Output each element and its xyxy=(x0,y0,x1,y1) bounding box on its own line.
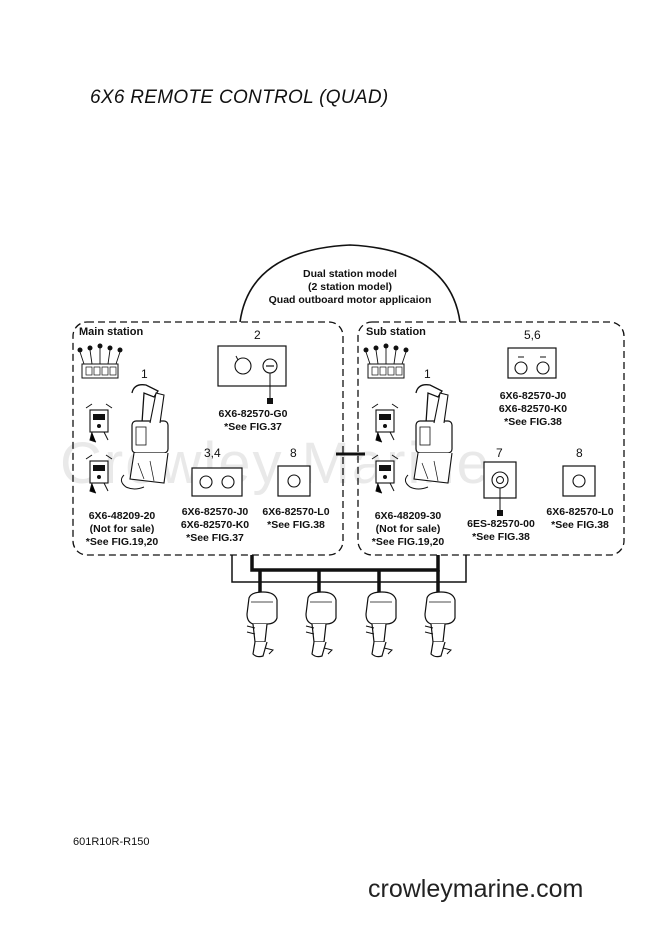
sub-single-switch-part: 6X6-82570-L0 xyxy=(546,506,614,518)
main-key-ref: *See FIG.37 xyxy=(224,421,282,433)
sub-dual-switch-part1: 6X6-82570-J0 xyxy=(499,390,567,402)
sub-dual-switch-part2: 6X6-82570-K0 xyxy=(498,403,568,415)
main-control-part: 6X6-48209-20 xyxy=(88,510,156,522)
brand-footer: crowleymarine.com xyxy=(368,875,584,903)
main-single-switch-ref: *See FIG.38 xyxy=(267,519,325,531)
page-title: 6X6 REMOTE CONTROL (QUAD) xyxy=(90,87,389,108)
sub-single-switch-label: 6X6-82570-L0 *See FIG.38 xyxy=(538,506,622,532)
sub-control-num: 1 xyxy=(424,367,431,381)
sub-control-ref: *See FIG.19,20 xyxy=(371,536,445,548)
main-control-note: (Not for sale) xyxy=(89,523,155,535)
figure-code: 601R10R-R150 xyxy=(73,836,150,848)
sub-stop-switch-ref: *See FIG.38 xyxy=(472,531,530,543)
main-single-switch-num: 8 xyxy=(290,446,297,460)
main-single-switch-label: 6X6-82570-L0 *See FIG.38 xyxy=(254,506,338,532)
sub-single-switch-ref: *See FIG.38 xyxy=(551,519,609,531)
dual-station-line3: Quad outboard motor applicaion xyxy=(268,294,432,306)
main-key-part: 6X6-82570-G0 xyxy=(218,408,288,420)
main-dual-switch-part2: 6X6-82570-K0 xyxy=(180,519,250,531)
main-dual-switch-num: 3,4 xyxy=(204,446,221,460)
sub-stop-switch-part: 6ES-82570-00 xyxy=(467,518,535,530)
sub-stop-switch-label: 6ES-82570-00 *See FIG.38 xyxy=(456,518,546,544)
sub-control-note: (Not for sale) xyxy=(375,523,441,535)
main-single-switch-part: 6X6-82570-L0 xyxy=(262,506,330,518)
main-key-label: 6X6-82570-G0 *See FIG.37 xyxy=(208,408,298,434)
main-control-label: 6X6-48209-20 (Not for sale) *See FIG.19,… xyxy=(70,510,174,549)
dual-station-line1: Dual station model xyxy=(303,268,397,280)
sub-station-title: Sub station xyxy=(366,326,426,338)
sub-dual-switch-num: 5,6 xyxy=(524,328,541,342)
sub-dual-switch-label: 6X6-82570-J0 6X6-82570-K0 *See FIG.38 xyxy=(488,390,578,429)
main-control-num: 1 xyxy=(141,367,148,381)
sub-control-part: 6X6-48209-30 xyxy=(374,510,442,522)
sub-single-switch-num: 8 xyxy=(576,446,583,460)
sub-control-label: 6X6-48209-30 (Not for sale) *See FIG.19,… xyxy=(356,510,460,549)
sub-dual-switch-ref: *See FIG.38 xyxy=(504,416,562,428)
main-dual-switch-label: 6X6-82570-J0 6X6-82570-K0 *See FIG.37 xyxy=(170,506,260,545)
main-key-num: 2 xyxy=(254,328,261,342)
dual-station-label: Dual station model (2 station model) Qua… xyxy=(258,268,442,307)
dual-station-line2: (2 station model) xyxy=(307,281,392,293)
sub-stop-switch-num: 7 xyxy=(496,446,503,460)
main-control-ref: *See FIG.19,20 xyxy=(85,536,159,548)
main-station-title: Main station xyxy=(79,326,144,338)
main-dual-switch-part1: 6X6-82570-J0 xyxy=(181,506,249,518)
main-dual-switch-ref: *See FIG.37 xyxy=(186,532,244,544)
